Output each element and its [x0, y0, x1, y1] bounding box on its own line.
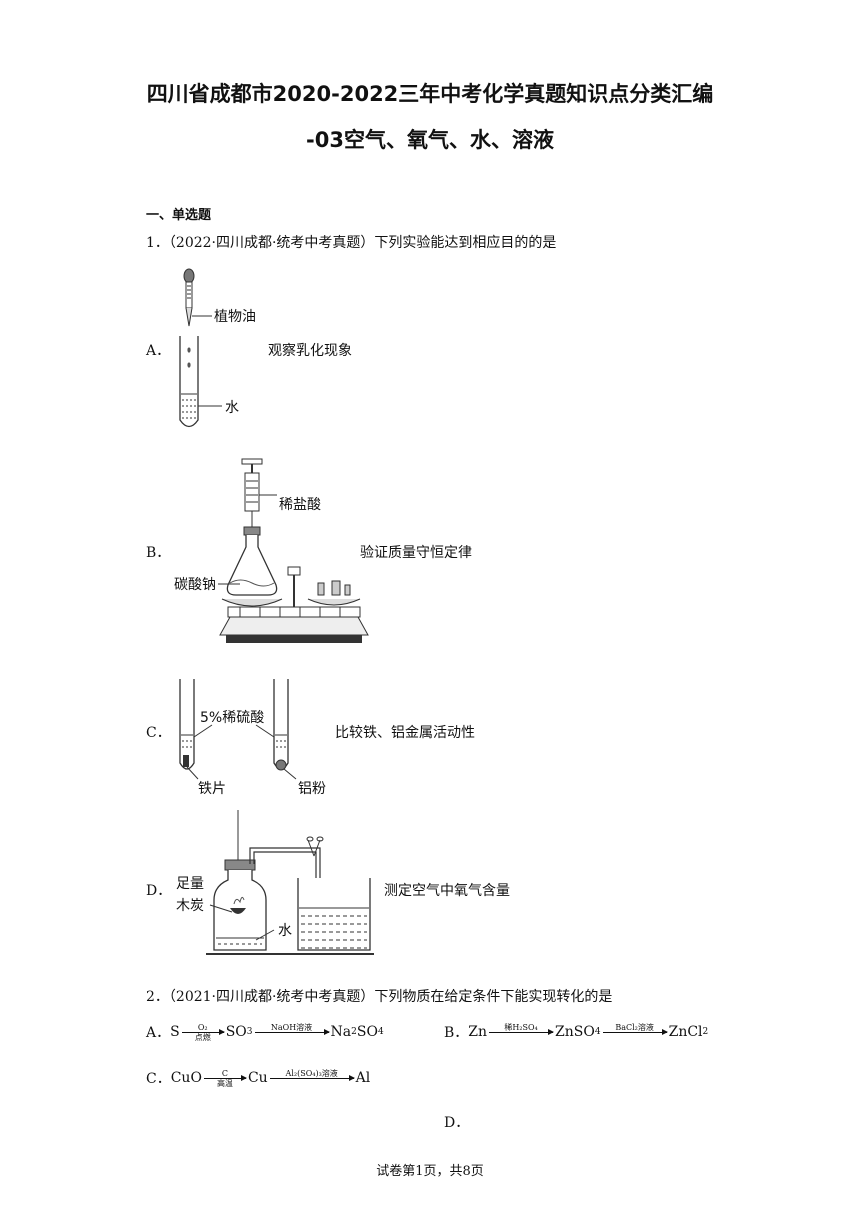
label-sufficient: 足量 [176, 876, 204, 892]
label-charcoal: 木炭 [176, 898, 204, 914]
page-footer: 试卷第1页，共8页 [376, 1164, 484, 1179]
label-vegetable-oil: 植物油 [214, 309, 256, 325]
q2-option-d-letter: D． [444, 1115, 470, 1131]
q1-option-d-desc: 测定空气中氧气含量 [384, 883, 510, 899]
q2-b-arrow2-top: BaCl₂溶液 [615, 1022, 654, 1032]
label-water-d: 水 [278, 923, 292, 939]
q2-a-letter: A． [146, 1025, 171, 1041]
q2-c-s1: Cu [247, 1070, 268, 1086]
q2-b-arrow1-top: 稀H₂SO₄ [504, 1022, 538, 1032]
q1-option-b-desc: 验证质量守恒定律 [360, 545, 472, 561]
q2-a-arrow1-bottom: 点燃 [194, 1032, 211, 1042]
q2-b-s2: ZnCl [668, 1024, 703, 1040]
q2-b-letter: B． [444, 1025, 469, 1041]
q2-option-c: C． CuO C 高温 Cu Al₂(SO₄)₃溶液 Al [146, 1068, 370, 1088]
q2-a-arrow2-top: NaOH溶液 [270, 1022, 313, 1032]
question-2-stem: 2．（2021·四川成都·统考中考真题）下列物质在给定条件下能实现转化的是 [146, 989, 613, 1005]
label-dilute-hcl: 稀盐酸 [279, 497, 321, 513]
label-water: 水 [225, 400, 239, 416]
reaction-arrow: BaCl₂溶液 [602, 1022, 668, 1042]
q2-a-s2: Na [330, 1024, 352, 1040]
q1-option-a-desc: 观察乳化现象 [268, 343, 352, 359]
q2-c-s2: Al [355, 1070, 371, 1086]
q2-c-s0: CuO [170, 1070, 202, 1086]
label-iron-sheet: 铁片 [198, 781, 226, 797]
dropper-test-tube-diagram: 植物油 水 [179, 268, 256, 428]
reaction-arrow: C 高温 [203, 1068, 247, 1088]
reaction-arrow: Al₂(SO₄)₃溶液 [269, 1068, 355, 1088]
iron-aluminum-test-tubes-diagram: 铁片 铝粉 5%稀硫酸 [179, 679, 326, 797]
reaction-arrow: 稀H₂SO₄ [489, 1022, 555, 1042]
section-heading: 一、单选题 [146, 208, 212, 223]
q2-c-arrow2-top: Al₂(SO₄)₃溶液 [285, 1068, 338, 1078]
q1-option-d-letter: D． [146, 883, 172, 899]
page-title-line2: -03空气、氧气、水、溶液 [306, 128, 554, 152]
q2-a-s2-sub: 2 [351, 1027, 357, 1037]
q1-option-c-letter: C． [146, 725, 171, 741]
q2-c-letter: C． [146, 1071, 171, 1087]
label-5pct-sulfuric-acid: 5%稀硫酸 [200, 710, 264, 726]
q2-b-s0: Zn [468, 1024, 488, 1040]
q2-a-arrow1-top: O₂ [197, 1022, 208, 1032]
reaction-arrow: NaOH溶液 [254, 1022, 330, 1042]
oxygen-measurement-apparatus-diagram: 足量 木炭 水 [176, 810, 374, 955]
q2-a-s1: SO [225, 1024, 247, 1040]
q2-b-s1-sub: 4 [594, 1027, 601, 1037]
q2-c-arrow1-bottom: 高温 [216, 1078, 233, 1088]
q1-option-b-letter: B． [146, 545, 171, 561]
balance-flask-diagram: 稀盐酸 碳酸钠 [174, 458, 369, 643]
q2-c-arrow1-top: C [221, 1068, 228, 1078]
label-aluminum-powder: 铝粉 [298, 781, 326, 797]
q2-b-s2-sub: 2 [702, 1027, 709, 1037]
page-title-line1: 四川省成都市2020-2022三年中考化学真题知识点分类汇编 [146, 82, 714, 106]
q2-a-s2b: SO [356, 1024, 378, 1040]
q2-a-s1-sub: 3 [246, 1027, 253, 1037]
q2-b-s1: ZnSO [555, 1024, 595, 1040]
q2-a-s2b-sub: 4 [377, 1027, 384, 1037]
q1-option-a-letter: A． [146, 343, 171, 359]
q1-option-c-desc: 比较铁、铝金属活动性 [335, 725, 475, 741]
label-sodium-carbonate: 碳酸钠 [174, 577, 216, 593]
reaction-arrow: O₂ 点燃 [181, 1022, 225, 1042]
question-1-stem: 1．（2022·四川成都·统考中考真题）下列实验能达到相应目的的是 [146, 235, 557, 251]
q2-a-s0: S [170, 1024, 180, 1040]
